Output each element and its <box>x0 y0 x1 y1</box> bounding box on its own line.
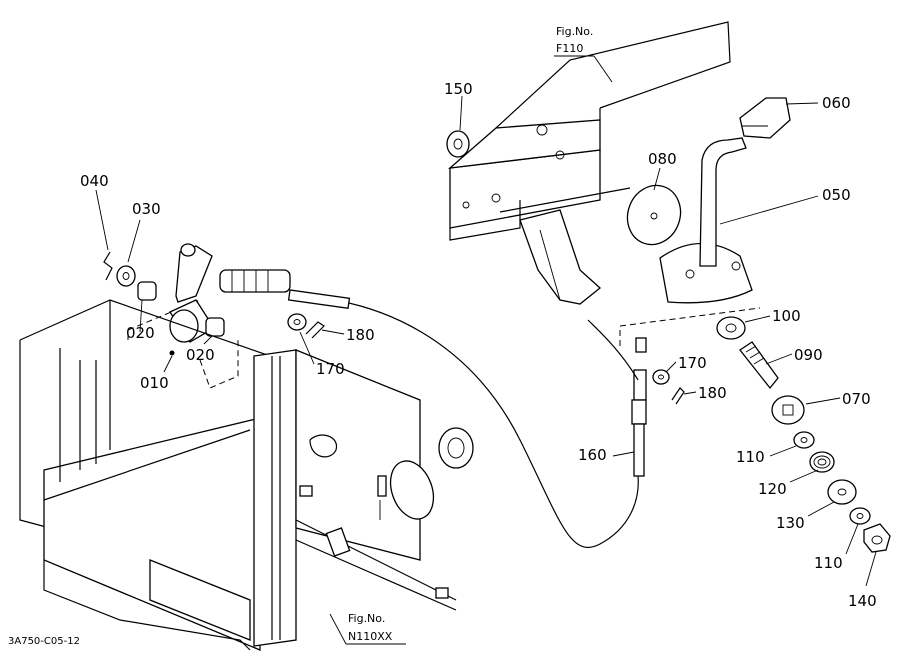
part-100-washer <box>716 316 746 340</box>
callout-020-b: 020 <box>186 346 215 364</box>
part-060-knob <box>739 97 791 139</box>
figure-ref-top-label: Fig.No. <box>556 25 593 38</box>
callout-060: 060 <box>822 94 851 112</box>
callout-130: 130 <box>776 514 805 532</box>
figure-ref-top-code: F110 <box>556 42 583 55</box>
part-020-bushing-a <box>137 281 157 301</box>
control-cable <box>299 295 639 549</box>
callout-180-right: 180 <box>698 384 727 402</box>
callouts: 150 080 060 050 100 090 070 110 120 130 … <box>80 80 877 610</box>
part-050-lever-bracket <box>659 137 753 304</box>
leader-lines <box>95 95 877 587</box>
callout-140: 140 <box>848 592 877 610</box>
part-160-cable-rod <box>631 337 647 477</box>
callout-100: 100 <box>772 307 801 325</box>
figure-ref-bottom: Fig.No. N110XX <box>329 612 406 645</box>
part-030-washer <box>116 265 136 287</box>
figure-ref-top: Fig.No. F110 <box>554 25 613 83</box>
drawing-code: 3A750-C05-12 <box>8 636 80 647</box>
part-090-pin <box>739 341 779 390</box>
callout-020-a: 020 <box>126 324 155 342</box>
part-180-clip-right <box>671 387 685 405</box>
top-mounting-bracket <box>447 21 731 305</box>
callout-030: 030 <box>132 200 161 218</box>
lower-frame <box>19 299 474 651</box>
part-080-disc <box>626 184 682 246</box>
guide-dash-3 <box>199 340 239 389</box>
callout-150: 150 <box>444 80 473 98</box>
guide-dash-1 <box>619 307 761 346</box>
part-110-washer-b <box>849 507 871 525</box>
callout-040: 040 <box>80 172 109 190</box>
callout-120: 120 <box>758 480 787 498</box>
part-170-washer-left <box>287 313 307 331</box>
part-130-washer <box>827 479 857 505</box>
callout-070: 070 <box>842 390 871 408</box>
callout-090: 090 <box>794 346 823 364</box>
part-010-lever-arm <box>169 243 215 356</box>
part-070-collar <box>771 395 805 425</box>
part-020-bushing-b <box>205 317 225 337</box>
callout-110-b: 110 <box>814 554 843 572</box>
part-120-spring <box>809 451 835 473</box>
part-150-nut <box>446 130 470 158</box>
part-140-nut <box>863 523 891 553</box>
figure-ref-bottom-label: Fig.No. <box>348 612 385 625</box>
callout-180-left: 180 <box>346 326 375 344</box>
callout-110-a: 110 <box>736 448 765 466</box>
part-180-clip-left <box>305 321 325 339</box>
figure-ref-bottom-code: N110XX <box>348 630 393 643</box>
callout-170-left: 170 <box>316 360 345 378</box>
callout-010: 010 <box>140 374 169 392</box>
callout-170-right: 170 <box>678 354 707 372</box>
part-170-washer-right <box>652 369 670 385</box>
cable-upper-branch <box>587 319 639 381</box>
part-040-clip <box>103 251 113 281</box>
callout-080: 080 <box>648 150 677 168</box>
cable-end-spring <box>219 269 351 309</box>
callout-050: 050 <box>822 186 851 204</box>
part-110-washer-a <box>793 431 815 449</box>
callout-160: 160 <box>578 446 607 464</box>
